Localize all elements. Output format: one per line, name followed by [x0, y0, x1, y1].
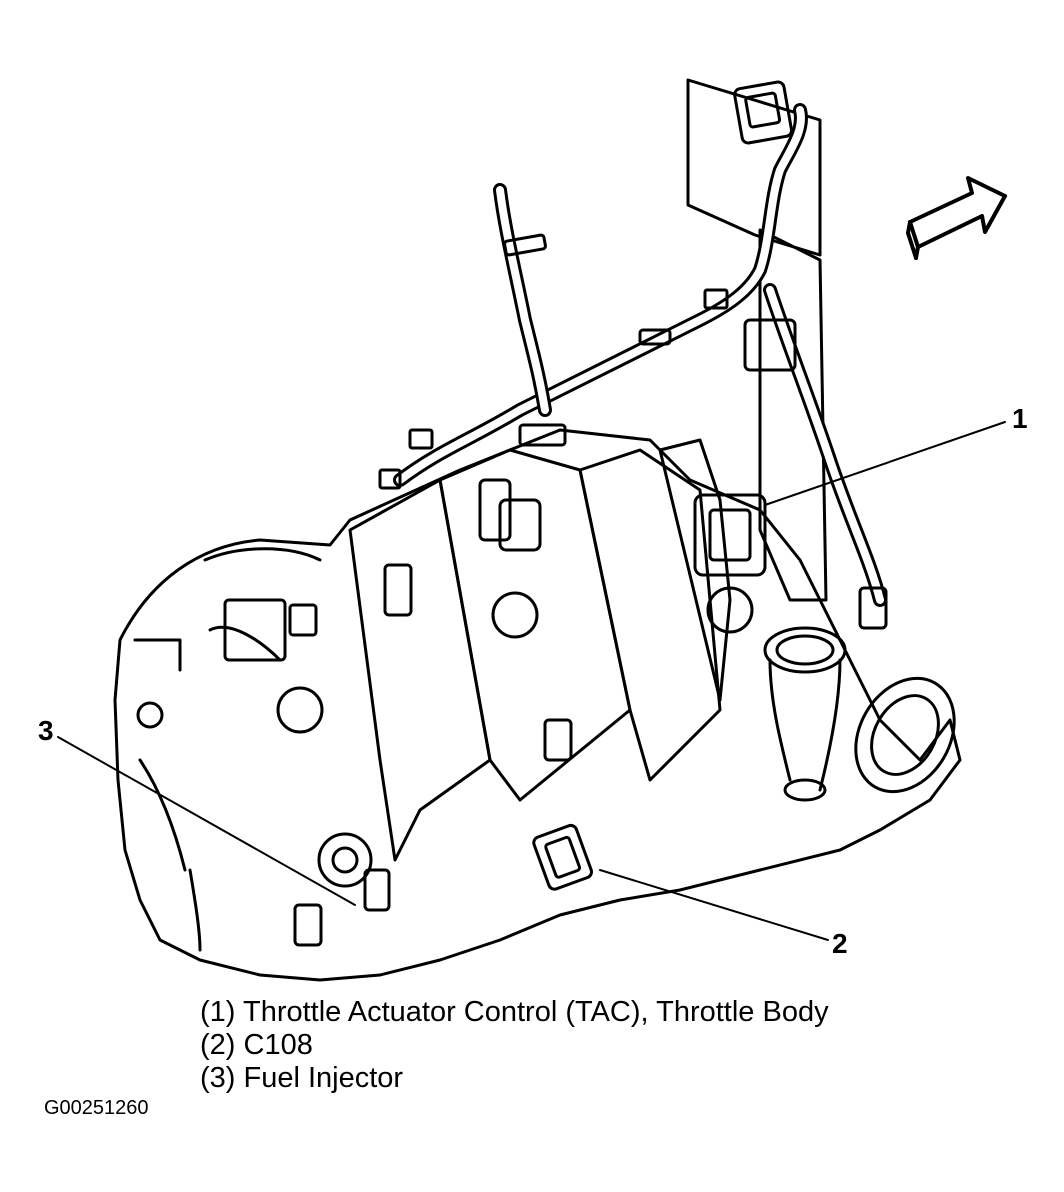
- callout-label-2: 2: [832, 928, 848, 959]
- leader-line-3: [57, 736, 356, 906]
- intake-runner-4: [658, 438, 732, 702]
- throttle-body: [693, 493, 847, 802]
- front-arrow: [908, 176, 1007, 249]
- legend-item-c108: (2) C108: [200, 1029, 313, 1061]
- leader-line-1: [764, 421, 1006, 506]
- leader-line-2: [599, 869, 829, 941]
- harness-main-inner: [396, 106, 805, 484]
- figure-id: G00251260: [44, 1097, 149, 1119]
- crank-pulley: [854, 676, 956, 794]
- legend-item-throttle-body: (1) Throttle Actuator Control (TAC), Thr…: [200, 996, 829, 1028]
- harness-connector-right: [858, 586, 888, 630]
- legend-item-fuel-injector: (3) Fuel Injector: [200, 1062, 404, 1094]
- intake-runner-1: [348, 478, 492, 862]
- fuel-injectors: [293, 478, 573, 947]
- engine-outline: [113, 428, 962, 982]
- legend: (1) Throttle Actuator Control (TAC), Thr…: [200, 996, 829, 1095]
- harness-branch-right-inner: [766, 286, 884, 604]
- engine-wiring-diagram: [57, 78, 1007, 982]
- harness-branch-left-inner: [496, 186, 549, 414]
- callout-label-3: 3: [38, 715, 54, 746]
- engine-left-details: [133, 547, 373, 952]
- background-panel-lower: [758, 228, 828, 602]
- harness-connector-top: [733, 80, 794, 145]
- callout-label-1: 1: [1012, 403, 1028, 434]
- harness-clips: [378, 233, 797, 490]
- intake-runner-3: [578, 448, 722, 782]
- c108-connector: [532, 823, 593, 891]
